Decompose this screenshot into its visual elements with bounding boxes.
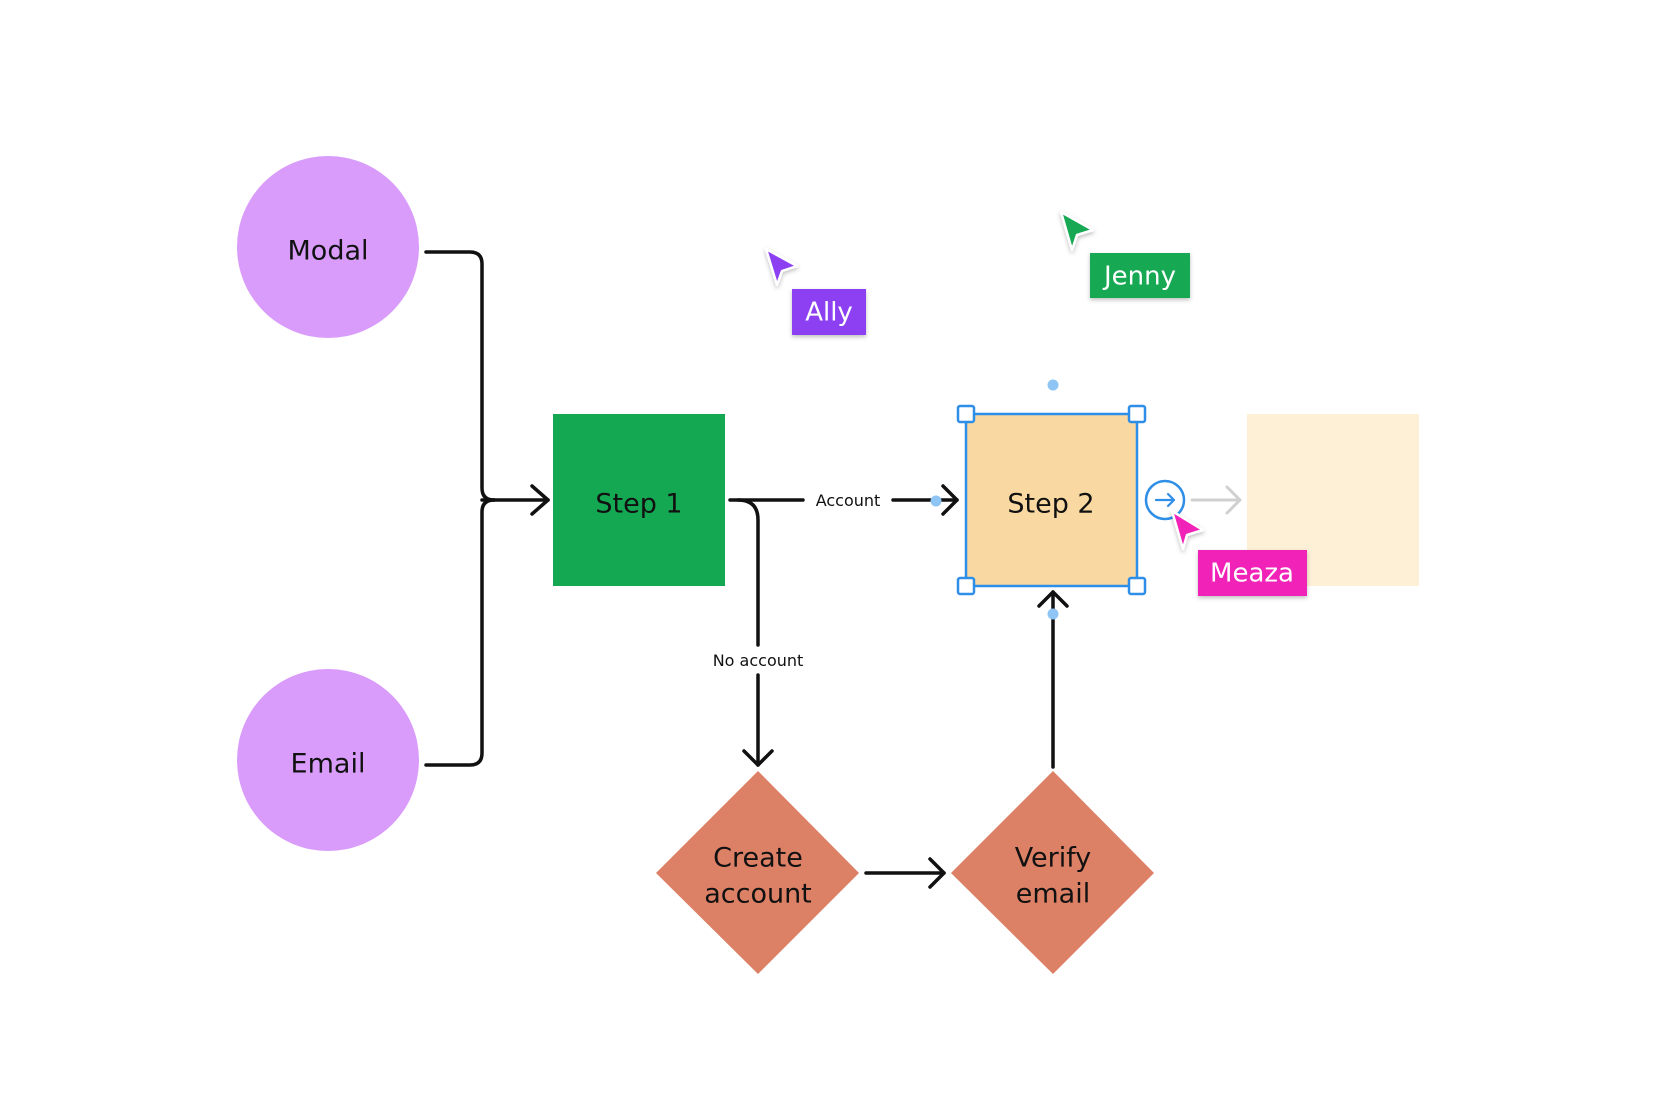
cursor-meaza: Meaza <box>1170 509 1307 596</box>
node-step2[interactable] <box>966 414 1137 586</box>
resize-handle-bottom-right[interactable] <box>1127 576 1147 596</box>
resize-handle-top-left[interactable] <box>956 404 976 424</box>
cursor-ally: Ally <box>764 247 866 335</box>
node-modal-label: Modal <box>288 236 369 267</box>
connectors <box>424 250 1069 889</box>
connection-point-left[interactable] <box>930 495 942 507</box>
mouse-pointer-icon <box>1170 509 1205 551</box>
node-verify-email-label-line1: Verify <box>1015 843 1092 874</box>
cursor-label-meaza: Meaza <box>1210 559 1294 589</box>
mouse-pointer-icon <box>1059 210 1095 252</box>
connection-point-bottom[interactable] <box>1047 608 1059 620</box>
cursor-label-jenny-bg <box>1090 253 1190 298</box>
node-create-account-label-line2: account <box>704 879 812 910</box>
connector-no-account[interactable] <box>736 498 760 647</box>
edge-label-account: Account <box>816 491 881 510</box>
node-verify-email[interactable] <box>951 771 1154 974</box>
node-step1[interactable] <box>553 414 725 586</box>
cursor-jenny: Jenny <box>1059 210 1190 298</box>
node-step1-label: Step 1 <box>595 489 682 520</box>
arrow-right-glyph <box>1154 492 1176 508</box>
selection-outline <box>964 412 1139 588</box>
ghost-arrow <box>1190 485 1242 515</box>
cursor-label-meaza-bg <box>1198 550 1307 596</box>
arrowhead-step1 <box>530 484 550 516</box>
node-verify-email-label-line2: email <box>1016 879 1090 910</box>
node-email[interactable] <box>237 669 419 851</box>
arrowhead-verify <box>928 857 946 889</box>
node-step2-label: Step 2 <box>1007 489 1094 520</box>
resize-handle-top-right[interactable] <box>1127 404 1147 424</box>
selection-box <box>956 404 1147 596</box>
node-create-account-label-line1: Create <box>713 843 803 874</box>
node-email-label: Email <box>291 749 366 780</box>
connection-point-top[interactable] <box>1047 379 1059 391</box>
resize-handle-bottom-left[interactable] <box>956 576 976 596</box>
connector-email-to-step1[interactable] <box>424 498 496 767</box>
edge-label-no-account: No account <box>713 651 804 670</box>
connector-modal-to-step1[interactable] <box>424 250 496 502</box>
quick-add-button[interactable] <box>1144 479 1186 521</box>
mouse-pointer-icon <box>764 247 799 287</box>
arrowhead-step2-bottom <box>1037 590 1069 608</box>
cursor-label-ally: Ally <box>805 298 853 328</box>
node-create-account[interactable] <box>656 771 859 974</box>
cursor-label-ally-bg <box>792 289 866 335</box>
cursor-label-jenny: Jenny <box>1102 262 1176 292</box>
arrowhead-create-account <box>742 749 774 767</box>
arrowhead-step2 <box>941 484 959 516</box>
node-modal[interactable] <box>237 156 419 338</box>
